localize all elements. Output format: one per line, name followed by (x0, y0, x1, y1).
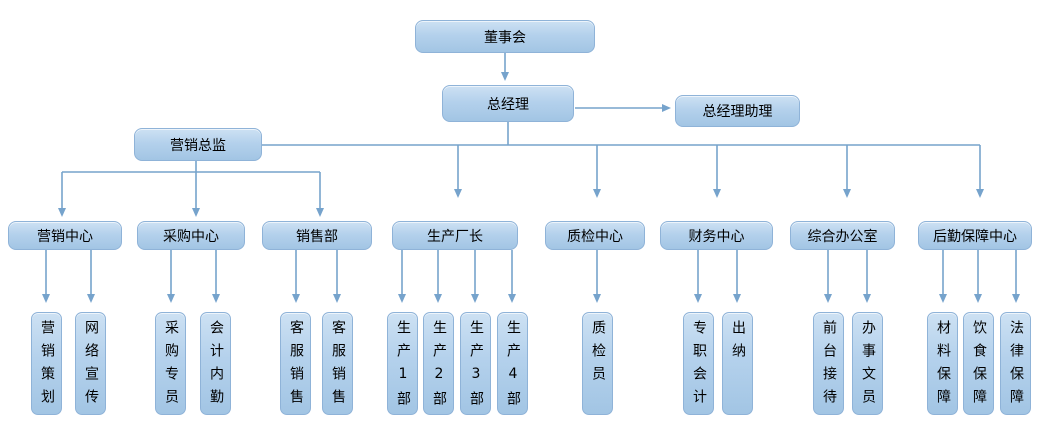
node-staff-office-clerk: 办事文员 (852, 312, 883, 415)
node-dept-production-head: 生产厂长 (392, 221, 518, 250)
node-dept-finance-center: 财务中心 (660, 221, 773, 250)
node-board: 董事会 (415, 20, 595, 53)
node-staff-service-sales-2: 客服销售 (322, 312, 353, 415)
node-dept-sales: 销售部 (262, 221, 372, 250)
node-staff-legal-support: 法律保障 (1000, 312, 1031, 415)
node-staff-purchasing-specialist: 采购专员 (155, 312, 186, 415)
node-staff-accountant: 专职会计 (683, 312, 714, 415)
node-dept-logistics-center: 后勤保障中心 (918, 221, 1032, 250)
node-general-manager: 总经理 (442, 85, 574, 122)
node-staff-marketing-planning: 营销策划 (31, 312, 62, 415)
node-dept-general-office: 综合办公室 (790, 221, 895, 250)
node-staff-production-3: 生产3部 (460, 312, 491, 415)
node-staff-cashier: 出纳 (722, 312, 753, 415)
node-dept-purchase-center: 采购中心 (137, 221, 245, 250)
node-gm-assistant: 总经理助理 (675, 95, 800, 127)
node-dept-marketing-center: 营销中心 (8, 221, 122, 250)
node-staff-production-2: 生产2部 (423, 312, 454, 415)
node-staff-web-promotion: 网络宣传 (75, 312, 106, 415)
node-staff-accounting-clerk: 会计内勤 (200, 312, 231, 415)
node-staff-food-support: 饮食保障 (963, 312, 994, 415)
node-staff-service-sales-1: 客服销售 (280, 312, 311, 415)
node-staff-production-4: 生产4部 (497, 312, 528, 415)
node-staff-reception: 前台接待 (813, 312, 844, 415)
node-staff-material-support: 材料保障 (927, 312, 958, 415)
node-staff-qc-inspector: 质检员 (582, 312, 613, 415)
node-marketing-director: 营销总监 (134, 128, 262, 161)
node-staff-production-1: 生产1部 (387, 312, 418, 415)
node-dept-qc-center: 质检中心 (545, 221, 645, 250)
